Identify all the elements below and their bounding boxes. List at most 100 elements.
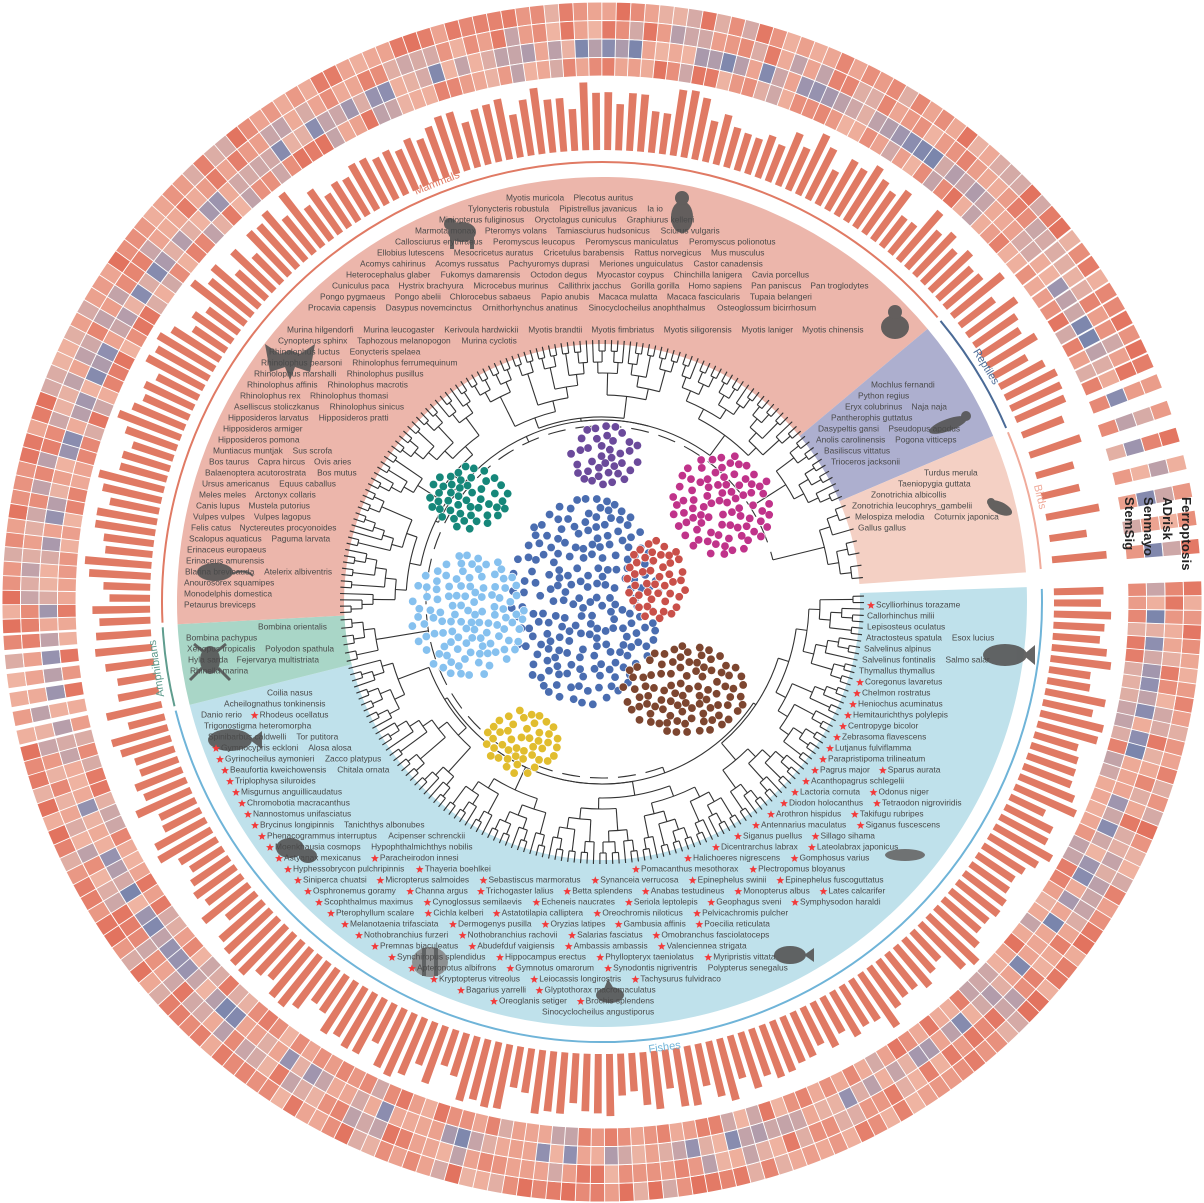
cluster-point (688, 486, 697, 495)
cluster-point (573, 564, 582, 573)
species-label: Esox lucius (952, 633, 994, 643)
cluster-point (500, 645, 509, 654)
score-bar (223, 907, 274, 955)
tree-branch (348, 659, 381, 670)
species-label: Octodon degus (530, 270, 587, 280)
species-label: Thymallus thymallus (859, 666, 935, 676)
score-bar (1048, 666, 1091, 680)
cluster-point (447, 658, 456, 667)
heatmap-cell-adrisk (29, 704, 52, 724)
score-bar (134, 766, 184, 792)
tree-branch (652, 345, 657, 357)
cluster-point (643, 699, 651, 708)
tree-branch (367, 483, 379, 490)
cluster-point (475, 649, 484, 658)
cluster-point (477, 572, 486, 581)
heatmap-cell-stemsig (576, 1126, 592, 1147)
species-label: Monodelphis domestica (184, 589, 272, 599)
species-label: Apteronotus albifrons (417, 963, 496, 973)
cluster-point (519, 754, 528, 763)
tree-branch (676, 351, 681, 363)
tree-branch-arc (809, 686, 816, 699)
tree-branch (407, 753, 417, 762)
tree-branch (357, 506, 369, 512)
species-label: Anourosorex squamipes (184, 578, 274, 588)
species-label: Blarina brevicauda (185, 567, 255, 577)
cell-cluster (566, 421, 643, 489)
species-label: Lates calcarifer (828, 886, 885, 896)
tree-branch (435, 766, 444, 776)
species-label: Vulpes lagopus (254, 512, 311, 522)
tree-branch (435, 520, 439, 523)
tree-branch (341, 626, 353, 629)
tree-branch (739, 811, 747, 822)
tree-branch (759, 782, 768, 792)
tree-branch (744, 807, 753, 818)
species-label: Polyodon spathula (265, 644, 334, 654)
cluster-point (524, 553, 533, 562)
tree-branch (852, 614, 864, 616)
cluster-point (586, 598, 595, 606)
heatmap-cell-stemsig (57, 603, 77, 619)
cluster-point (470, 625, 479, 634)
species-label: Zacco platypus (325, 754, 381, 764)
cluster-point (537, 640, 546, 649)
tree-branch (820, 497, 831, 503)
cluster-point (627, 533, 635, 542)
cluster-point (495, 594, 504, 602)
cluster-point (651, 702, 660, 711)
score-bar (96, 507, 158, 526)
cluster-point (707, 655, 715, 664)
cluster-point (706, 549, 715, 558)
cluster-point (493, 511, 502, 520)
tree-branch (344, 555, 356, 559)
tree-branch-arc (479, 389, 491, 396)
cluster-point (630, 550, 638, 559)
tree-branch (547, 345, 552, 357)
tree-branch (474, 385, 481, 396)
tree-branch (389, 748, 399, 757)
score-bar (319, 979, 360, 1035)
tree-branch (403, 430, 413, 439)
cluster-point (730, 452, 739, 461)
cluster-point (490, 610, 499, 619)
species-label: Sinocyclocheilus anophthalmus (588, 303, 705, 313)
star-marker-icon (819, 887, 828, 895)
score-bar (824, 158, 859, 212)
tree-branch (841, 607, 864, 610)
cluster-point (712, 689, 721, 698)
cluster-point (530, 523, 538, 532)
cluster-point (697, 651, 706, 660)
species-label: Scalopus aquaticus (189, 534, 262, 544)
tree-branch (352, 572, 375, 576)
tree-branch-arc (708, 812, 717, 818)
tree-branch (357, 542, 391, 552)
tree-branch (541, 834, 545, 846)
tree-branch-arc (578, 361, 588, 364)
cluster-point (762, 477, 771, 486)
score-bar (857, 971, 901, 1029)
tree-branch (614, 841, 616, 853)
tree-branch (752, 406, 761, 416)
score-bar (340, 991, 379, 1050)
tree-branch (363, 705, 374, 712)
tree-branch-arc (562, 352, 569, 355)
cluster-point (536, 591, 545, 600)
cell-clusters-scatter (407, 421, 774, 778)
tree-branch (850, 564, 862, 568)
star-marker-icon (790, 854, 799, 862)
tree-branch (369, 717, 380, 724)
species-label: Mochlus fernandi (871, 380, 935, 390)
cluster-point (476, 634, 485, 643)
cluster-point (711, 540, 720, 549)
cluster-point (468, 488, 477, 497)
score-bar (154, 816, 208, 851)
cluster-point (439, 663, 448, 672)
tree-branch (420, 736, 446, 760)
tree-branch (802, 650, 814, 655)
tree-branch (355, 512, 367, 518)
score-bar (470, 108, 492, 166)
tree-branch-arc (418, 720, 428, 733)
score-bar (927, 249, 974, 294)
tree-branch-arc (460, 808, 466, 814)
